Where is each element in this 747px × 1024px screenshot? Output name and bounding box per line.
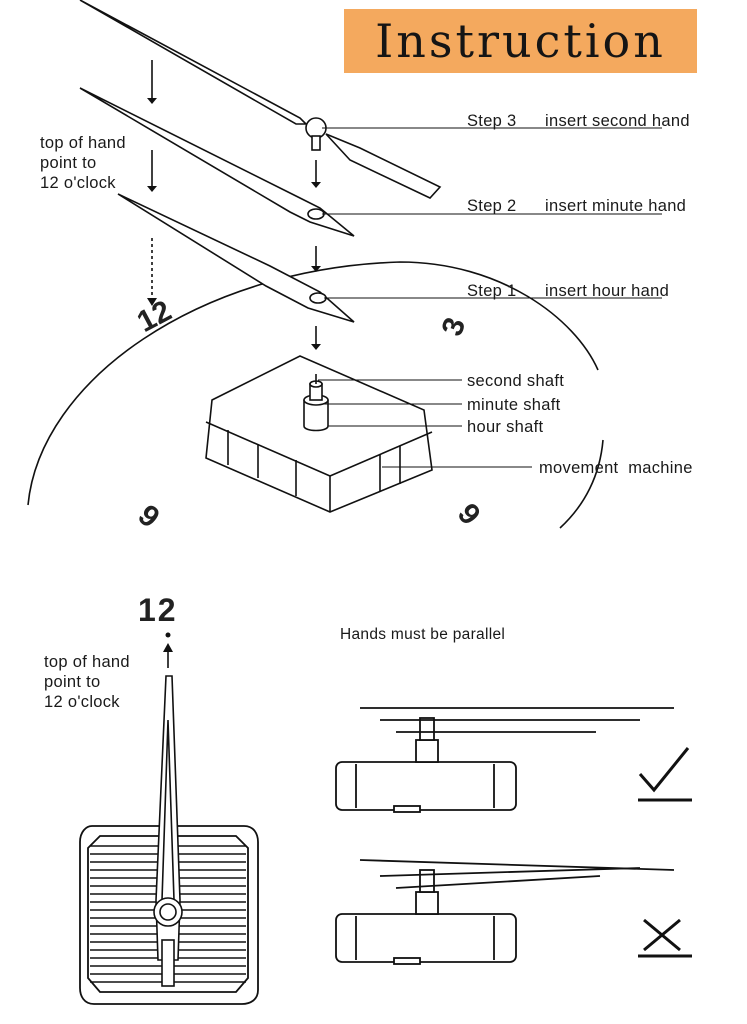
step1-label: Step 1 <box>467 282 517 300</box>
second-shaft-label: second shaft <box>467 372 565 390</box>
step2-label: Step 2 <box>467 197 517 215</box>
movement-side-correct <box>335 761 517 811</box>
minute-shaft-label: minute shaft <box>467 396 561 414</box>
top-note-line3: 12 o'clock <box>40 174 116 192</box>
checkmark-icon <box>638 747 692 802</box>
page-title: Instruction <box>375 14 666 68</box>
movement-side-wrong <box>335 913 517 963</box>
cross-icon <box>638 918 692 958</box>
hour-shaft-label: hour shaft <box>467 418 544 436</box>
step3-action: insert second hand <box>545 112 690 130</box>
bottom-note-line3: 12 o'clock <box>44 693 120 711</box>
bottom-note-line1: top of hand <box>44 653 130 671</box>
hour-hand-icon <box>117 193 355 323</box>
minute-hand-icon <box>79 87 355 237</box>
top-note-line2: point to <box>40 154 97 172</box>
bottom-number-12: 12 <box>138 592 178 628</box>
dial-arc <box>27 261 599 506</box>
step2-action: insert minute hand <box>545 197 687 215</box>
step3-label: Step 3 <box>467 112 517 130</box>
step1-action: insert hour hand <box>545 282 670 300</box>
top-note-line1: top of hand <box>40 134 126 152</box>
title-banner <box>344 9 697 73</box>
bottom-note-line2: point to <box>44 673 101 691</box>
movement-machine-icon <box>205 355 433 513</box>
parallel-label: Hands must be parallel <box>340 626 506 643</box>
movement-machine-label: movement machine <box>539 459 693 477</box>
